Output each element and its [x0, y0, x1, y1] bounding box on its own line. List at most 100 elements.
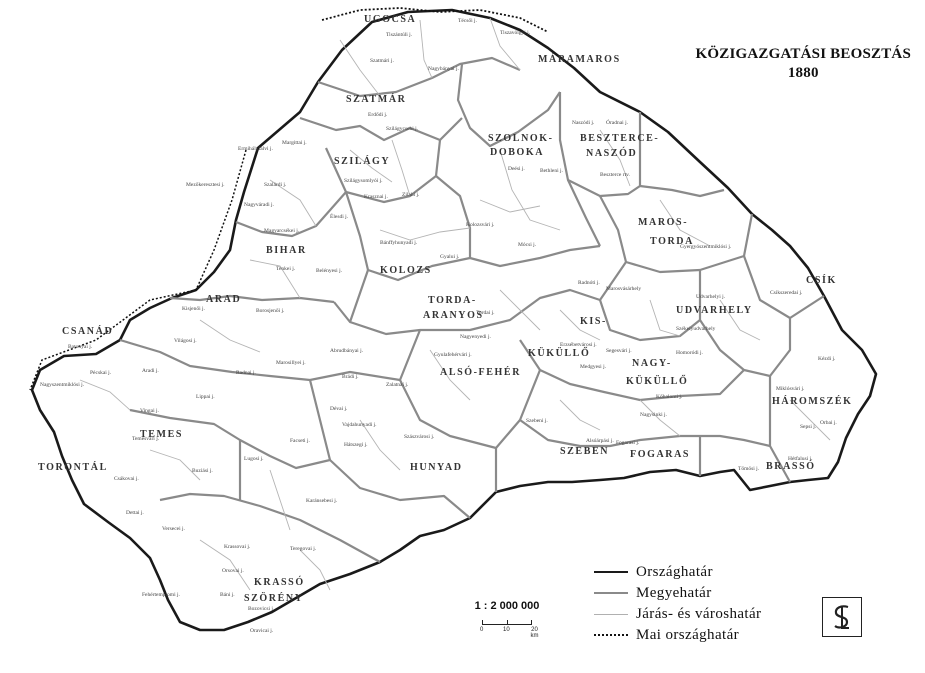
district-label: Bánffyhunyadi j.: [380, 239, 418, 246]
county-label: CSÍK: [806, 274, 837, 286]
district-label: Facseti j.: [290, 438, 310, 444]
district-label: Kézdi j.: [818, 356, 836, 362]
district-label: Teregovai j.: [290, 546, 317, 552]
map-legend: Országhatár Megyehatár Járás- és városha…: [594, 562, 894, 662]
district-label: Nagyváradi j.: [244, 202, 275, 208]
district-label: Pécskai j.: [90, 370, 112, 376]
district-label: Mócsi j.: [518, 242, 537, 248]
county-label: NAGY-: [632, 358, 672, 369]
territory-outline: [30, 8, 878, 632]
district-label: Szilágycsehi j.: [386, 126, 419, 132]
district-label: Nagyenyedi j.: [460, 334, 491, 340]
district-label: Miklósvári j.: [776, 386, 805, 392]
publisher-logo-mark: [834, 605, 849, 629]
district-label: Técsői j.: [458, 18, 478, 24]
district-label: Batonyai j.: [68, 344, 93, 350]
district-label: Sepsi j.: [800, 424, 817, 430]
district-label: Nagybányai j.: [428, 66, 459, 72]
publisher-logo: [822, 597, 862, 637]
district-label: Magyarcsékei j.: [264, 228, 300, 234]
county-label: TORDA-: [428, 295, 477, 306]
district-label: Oravicai j.: [250, 628, 274, 634]
district-label: Krassovai j.: [224, 544, 251, 550]
district-label: Erzsébetvárosi j.: [560, 342, 597, 348]
district-label: Abrudbányai j.: [330, 348, 364, 354]
legend-row-present-border: Mai országhatár: [594, 625, 739, 645]
district-label: Bozovicsi j.: [248, 606, 275, 612]
county-label: CSANÁD: [62, 325, 113, 337]
county-label: ALSÓ-FEHÉR: [440, 366, 521, 378]
map-title: KÖZIGAZGATÁSI BEOSZTÁS 1880: [696, 46, 911, 82]
district-label: Radnai j.: [236, 370, 256, 376]
county-label: SZATMÁR: [346, 93, 406, 105]
district-label: Kőhalomi j.: [656, 394, 683, 400]
district-label: Szászvárosi j.: [404, 434, 435, 440]
district-label: Gyergyószentmiklósi j.: [680, 244, 732, 250]
district-label: Aradi j.: [142, 368, 159, 374]
district-label: Versecei j.: [162, 526, 186, 532]
district-label: Homoródi j.: [676, 350, 704, 356]
district-label: Óradnai j.: [606, 118, 629, 126]
district-label: Borosjenői j.: [256, 308, 285, 314]
county-label: TORONTÁL: [38, 461, 108, 473]
district-label: Orbai j.: [820, 420, 837, 426]
district-label: Nagysinki j.: [640, 412, 668, 418]
legend-label: Országhatár: [636, 563, 713, 580]
county-label: ARANYOS: [423, 310, 484, 321]
county-label: BIHAR: [266, 245, 307, 256]
district-label: Hátszegi j.: [344, 442, 368, 448]
district-label: Székelyudvarhely: [676, 326, 716, 332]
scale-tick: [507, 620, 508, 625]
county-label: SZOLNOK-: [488, 133, 554, 144]
district-label: Naszódi j.: [572, 120, 595, 126]
district-label: Fehértemplomi j.: [142, 592, 181, 598]
legend-swatch: [594, 592, 628, 594]
district-boundaries: [79, 17, 831, 591]
county-label: SZILÁGY: [334, 155, 390, 167]
district-label: Csákovai j.: [114, 476, 139, 482]
district-label: Dévai j.: [330, 406, 348, 412]
county-label: KOLOZS: [380, 265, 432, 276]
county-label: TORDA: [650, 236, 694, 247]
district-label: Belényesi j.: [316, 268, 343, 274]
county-label: KÜKÜLLŐ: [528, 346, 590, 359]
county-label: ARAD: [206, 294, 241, 305]
scale-bar-block: 1 : 2 000 000 0 10 20 km: [452, 600, 562, 639]
county-labels: UGOCSA MÁRAMAROS SZATMÁR SZOLNOK- DOBOKA…: [38, 14, 851, 604]
district-label: Deési j.: [508, 166, 525, 172]
map-title-text: KÖZIGAZGATÁSI BEOSZTÁS: [695, 46, 911, 62]
county-label: MAROS-: [638, 217, 688, 228]
district-label: Segesvári j.: [606, 348, 632, 354]
scale-bar: [482, 618, 532, 625]
district-label: Gyulafehérvári j.: [434, 351, 472, 358]
county-label: BESZTERCE-: [580, 133, 659, 144]
county-label: NASZÓD: [586, 147, 637, 159]
district-label: Lugosi j.: [244, 456, 264, 462]
district-label: Szebeni j.: [526, 418, 548, 424]
county-label: KIS-: [580, 316, 607, 327]
county-boundaries: [119, 56, 825, 563]
district-label: Tenkei j.: [276, 266, 296, 272]
district-label: Buziási j.: [192, 468, 213, 474]
district-label: Orsovai j.: [222, 568, 244, 574]
district-label: Mezőkeresztesi j.: [186, 182, 225, 188]
county-label: TEMES: [140, 429, 183, 440]
district-label: Vingai j.: [140, 408, 160, 414]
district-label: Bethleni j.: [540, 168, 564, 174]
legend-row-district-border: Járás- és városhatár: [594, 604, 761, 624]
district-label: Kisjenői j.: [182, 306, 206, 312]
district-label: Karánsebesi j.: [306, 498, 338, 504]
district-label: Zalatnai j.: [386, 382, 409, 388]
scale-tick: [482, 620, 483, 625]
district-label: Lippai j.: [196, 394, 215, 400]
district-label: Tordai j.: [476, 310, 495, 316]
district-labels: Tiszántúli j. Técsői j. Tiszavölgyi j. S…: [40, 18, 837, 634]
district-label: Temesvári j.: [132, 436, 160, 442]
legend-label: Járás- és városhatár: [636, 605, 762, 622]
county-label: SZEBEN: [560, 446, 609, 457]
district-label: Margittai j.: [282, 140, 307, 146]
legend-swatch: [594, 613, 628, 615]
scale-tick-label: 10: [503, 627, 510, 633]
county-label: MÁRAMAROS: [538, 53, 621, 65]
